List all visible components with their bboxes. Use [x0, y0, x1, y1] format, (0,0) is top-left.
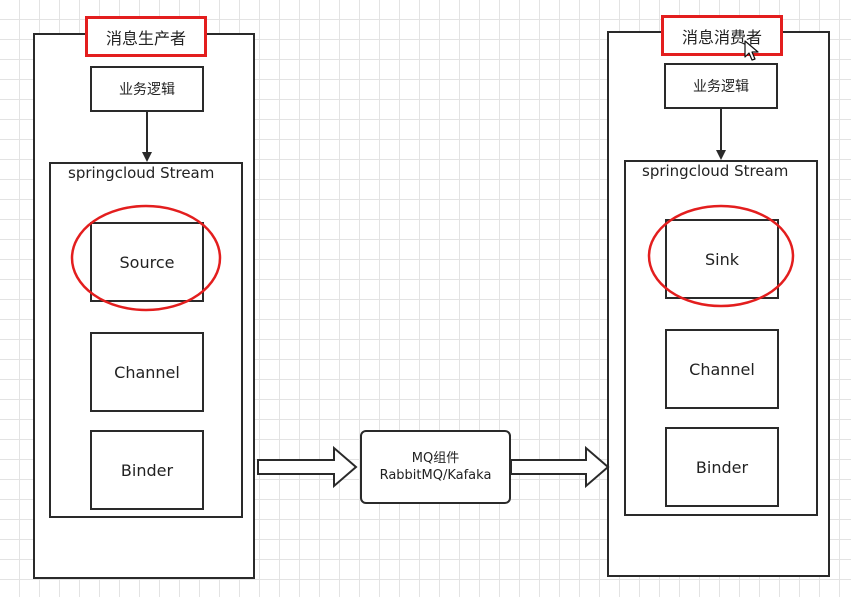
producer-channel-label: Channel — [114, 362, 180, 382]
mouse-cursor-icon — [744, 40, 759, 61]
consumer-business-logic-label: 业务逻辑 — [693, 79, 749, 95]
consumer-sink-box: Sink — [665, 219, 779, 299]
consumer-binder-box: Binder — [665, 427, 779, 507]
consumer-stream-label: springcloud Stream — [642, 162, 789, 180]
consumer-sink-label: Sink — [704, 249, 739, 269]
consumer-title: 消息消费者 — [661, 15, 783, 56]
producer-business-logic-label: 业务逻辑 — [119, 82, 175, 98]
consumer-title-text: 消息消费者 — [681, 27, 762, 47]
mq-component-subtitle: RabbitMQ/Kafaka — [379, 468, 492, 483]
source-highlight-ellipse — [70, 204, 222, 312]
producer-business-logic-box: 业务逻辑 — [90, 66, 204, 112]
producer-title: 消息生产者 — [85, 16, 207, 57]
mq-to-consumer-arrow — [510, 445, 610, 489]
producer-binder-label: Binder — [120, 460, 174, 480]
mq-component-box: MQ组件 RabbitMQ/Kafaka — [360, 430, 511, 504]
sink-highlight-ellipse — [647, 204, 795, 308]
producer-stream-label: springcloud Stream — [68, 164, 215, 182]
producer-source-box: Source — [90, 222, 204, 302]
consumer-channel-box: Channel — [665, 329, 779, 409]
producer-source-label: Source — [119, 252, 175, 272]
consumer-channel-label: Channel — [689, 359, 755, 379]
consumer-business-logic-box: 业务逻辑 — [664, 63, 778, 109]
producer-channel-box: Channel — [90, 332, 204, 412]
consumer-binder-label: Binder — [695, 457, 749, 477]
producer-title-text: 消息生产者 — [105, 28, 186, 48]
producer-to-mq-arrow — [257, 445, 358, 489]
producer-binder-box: Binder — [90, 430, 204, 510]
mq-component-title: MQ组件 — [411, 451, 460, 466]
